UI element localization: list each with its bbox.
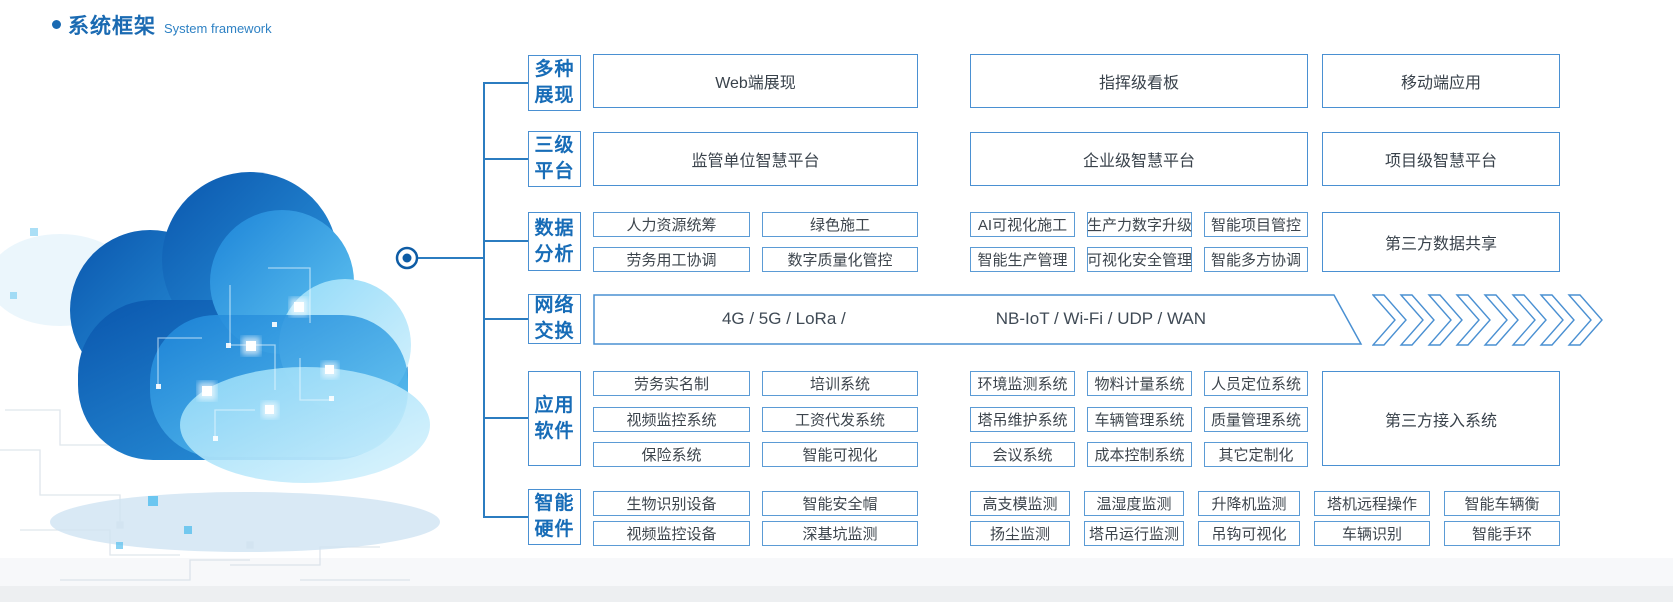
framework-box: 智能安全帽: [762, 491, 918, 516]
framework-box: 监管单位智慧平台: [593, 132, 918, 186]
section-label-hardware: 智能 硬件: [528, 489, 581, 545]
connector-trunk: [483, 82, 485, 518]
cloud-illustration: [0, 172, 440, 581]
label-line: 展现: [534, 85, 575, 106]
cloud-body: [70, 172, 430, 483]
label-line: 数据: [534, 217, 575, 239]
section-label-platforms: 三级 平台: [528, 131, 581, 187]
framework-box: 绿色施工: [762, 212, 918, 237]
background-strip-gray: [0, 586, 1673, 602]
framework-box: 可视化安全管理: [1087, 247, 1192, 272]
framework-box: 生物识别设备: [593, 491, 750, 516]
framework-box: 生产力数字升级: [1087, 212, 1192, 237]
connector-line: [483, 417, 528, 419]
framework-box: 车辆管理系统: [1087, 407, 1192, 432]
framework-box: 高支模监测: [970, 491, 1070, 516]
framework-box: 智能多方协调: [1204, 247, 1308, 272]
framework-box: 智能车辆衡: [1444, 491, 1560, 516]
framework-box: 指挥级看板: [970, 54, 1308, 108]
connector-node: [395, 246, 419, 270]
page-title: 系统框架 System framework: [46, 10, 272, 40]
connector-line: [483, 318, 528, 320]
framework-box: 塔吊运行监测: [1084, 521, 1184, 546]
framework-box: 工资代发系统: [762, 407, 918, 432]
label-line: 交换: [534, 321, 575, 342]
framework-box: 劳务实名制: [593, 371, 750, 396]
label-line: 应用: [534, 394, 575, 416]
framework-box: 企业级智慧平台: [970, 132, 1308, 186]
network-protocols-right: NB-IoT / Wi-Fi / UDP / WAN: [995, 309, 1207, 328]
connector-line: [483, 82, 528, 84]
network-banner: [593, 294, 1363, 345]
framework-box: 培训系统: [762, 371, 918, 396]
framework-box: 温湿度监测: [1084, 491, 1184, 516]
framework-box: 第三方接入系统: [1322, 371, 1560, 466]
connector-line: [483, 158, 528, 160]
section-label-applications: 应用 软件: [528, 371, 581, 466]
framework-box: 智能项目管控: [1204, 212, 1308, 237]
page-title-en: System framework: [164, 21, 272, 36]
network-protocols-left: 4G / 5G / LoRa /: [721, 309, 846, 328]
framework-box: 视频监控设备: [593, 521, 750, 546]
section-label-data-analysis: 数据 分析: [528, 212, 581, 271]
framework-box: 智能手环: [1444, 521, 1560, 546]
label-line: 硬件: [534, 519, 575, 540]
framework-box: 扬尘监测: [970, 521, 1070, 546]
framework-box: 物料计量系统: [1087, 371, 1192, 396]
framework-box: 吊钩可视化: [1198, 521, 1300, 546]
cloud-shadow: [50, 492, 440, 552]
framework-box: 环境监测系统: [970, 371, 1075, 396]
framework-box: Web端展现: [593, 54, 918, 108]
framework-box: 第三方数据共享: [1322, 212, 1560, 272]
label-line: 平台: [534, 161, 575, 182]
framework-box: 成本控制系统: [1087, 442, 1192, 467]
network-banner-text: 4G / 5G / LoRa / NB-IoT / Wi-Fi / UDP / …: [593, 294, 1335, 344]
framework-box: AI可视化施工: [970, 212, 1075, 237]
framework-box: 人员定位系统: [1204, 371, 1308, 396]
framework-box: 塔吊维护系统: [970, 407, 1075, 432]
framework-box: 智能生产管理: [970, 247, 1075, 272]
background-strip-light: [0, 558, 1673, 586]
framework-box: 人力资源统筹: [593, 212, 750, 237]
label-line: 三级: [534, 135, 575, 156]
connector-line: [418, 257, 483, 259]
framework-box: 智能可视化: [762, 442, 918, 467]
framework-box: 塔机远程操作: [1314, 491, 1430, 516]
framework-box: 数字质量化管控: [762, 247, 918, 272]
label-line: 智能: [534, 493, 575, 514]
label-line: 分析: [534, 243, 575, 265]
floating-squares: [10, 228, 192, 549]
framework-box: 升降机监测: [1198, 491, 1300, 516]
label-line: 多种: [534, 59, 575, 80]
section-label-network: 网络 交换: [528, 294, 581, 344]
framework-box: 车辆识别: [1314, 521, 1430, 546]
framework-box: 质量管理系统: [1204, 407, 1308, 432]
framework-box: 视频监控系统: [593, 407, 750, 432]
framework-box: 移动端应用: [1322, 54, 1560, 108]
framework-box: 深基坑监测: [762, 521, 918, 546]
label-line: 网络: [534, 295, 575, 316]
page-title-zh: 系统框架: [68, 15, 156, 38]
chevron-arrows: [1372, 294, 1603, 346]
framework-box: 会议系统: [970, 442, 1075, 467]
framework-box: 其它定制化: [1204, 442, 1308, 467]
framework-box: 项目级智慧平台: [1322, 132, 1560, 186]
connector-line: [483, 516, 528, 518]
connector-line: [483, 240, 528, 242]
framework-box: 保险系统: [593, 442, 750, 467]
label-line: 软件: [534, 420, 575, 442]
section-label-display: 多种 展现: [528, 55, 581, 111]
title-bullet: [52, 20, 61, 29]
framework-box: 劳务用工协调: [593, 247, 750, 272]
circuit-nodes: [156, 298, 338, 441]
